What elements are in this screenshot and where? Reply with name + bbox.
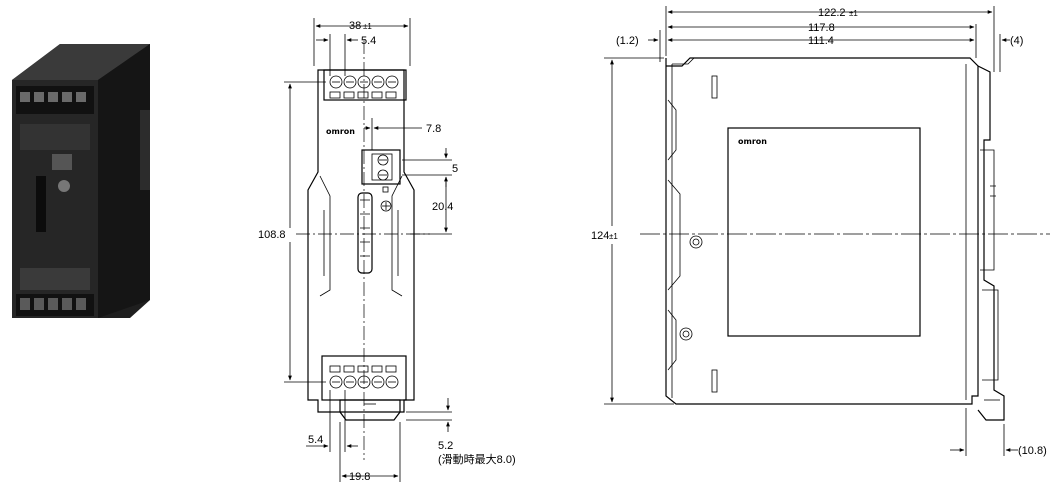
- rear-din-mount: [977, 65, 1005, 421]
- dim-top-pitch: 5.4: [361, 35, 376, 47]
- voltage-adjuster-icon: [380, 200, 392, 212]
- dim-slide-depth: 5.2: [438, 440, 453, 452]
- dim-rear-offset: (4): [1010, 35, 1023, 47]
- side-front-relief: [667, 179, 681, 291]
- din-rail-latch: [339, 399, 401, 421]
- dim-slide-note: (滑動時最大8.0): [438, 452, 516, 466]
- front-view: omron: [296, 40, 430, 460]
- side-logo: omron: [738, 137, 767, 146]
- dim-body-depth: 117.8: [808, 22, 835, 34]
- front-right-groove: [391, 175, 403, 297]
- dim-side-height-tol: ±1: [609, 232, 618, 241]
- dim-front-offset: (1.2): [616, 35, 639, 47]
- dim-bottom-pitch: 5.4: [308, 434, 323, 446]
- dim-rail-width: 19.8: [349, 471, 370, 483]
- screw-icon: [689, 235, 703, 249]
- dim-connector-offset: 7.8: [426, 123, 441, 135]
- front-logo: omron: [326, 127, 355, 136]
- dim-connector-center: 20.4: [432, 201, 453, 213]
- vent-slot-bottom: [711, 369, 718, 393]
- dim-connector-pitch: 5: [452, 163, 458, 175]
- dim-front-width: 38: [349, 20, 361, 32]
- dim-total-depth-tol: ±1: [849, 9, 858, 18]
- side-dimensions: 122.2 ±1 117.8 111.4 (1.2) (4) 124 ±1 (1…: [591, 6, 1047, 457]
- dim-side-height: 124: [591, 230, 609, 242]
- dim-front-height: 108.8: [258, 229, 286, 241]
- top-terminal-block: [323, 69, 407, 101]
- front-dimensions: 38 ±1 5.4 108.8 7.8 5 20.4 5.4: [258, 18, 516, 483]
- display-slot: [357, 192, 373, 274]
- vent-slot-top: [711, 75, 718, 99]
- signal-connector: [361, 149, 401, 193]
- dim-front-width-tol: ±1: [363, 22, 372, 31]
- screw-icon: [679, 327, 693, 341]
- side-body-outline: [665, 57, 979, 405]
- label-area: [727, 127, 921, 337]
- front-body-outline: [307, 69, 415, 413]
- dim-housing-depth: 111.4: [808, 35, 834, 47]
- dim-total-depth: 122.2: [818, 7, 846, 19]
- product-photo: [12, 44, 150, 318]
- dim-bottom-offset: (10.8): [1018, 445, 1047, 457]
- front-left-groove: [319, 175, 331, 297]
- side-view: omron: [640, 57, 1050, 421]
